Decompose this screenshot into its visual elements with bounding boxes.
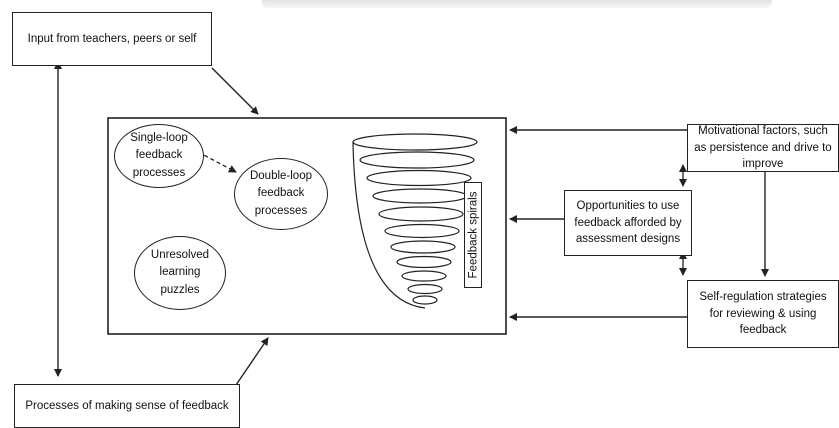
arrow-input-to-main — [211, 67, 259, 115]
feedback-spirals-text: Feedback spirals — [467, 191, 479, 279]
unresolved-puzzles-ellipse: Unresolved learning puzzles — [134, 236, 226, 310]
feedback-spirals-label: Feedback spirals — [464, 182, 482, 288]
main-process-box — [107, 117, 507, 335]
self-regulation-box: Self-regulation strategies for reviewing… — [687, 280, 839, 348]
arrow-sense-to-main — [235, 337, 269, 386]
sense-making-text: Processes of making sense of feedback — [25, 399, 229, 412]
sense-making-box: Processes of making sense of feedback — [14, 384, 240, 428]
opportunities-box: Opportunities to use feedback afforded b… — [564, 190, 692, 256]
double-loop-text: Double-loop feedback processes — [249, 170, 312, 217]
single-loop-ellipse: Single-loop feedback processes — [114, 124, 204, 188]
motivational-factors-box: Motivational factors, such as persistenc… — [687, 124, 839, 172]
top-shadow-strip — [262, 0, 772, 8]
double-loop-ellipse: Double-loop feedback processes — [234, 158, 328, 230]
input-box: Input from teachers, peers or self — [12, 12, 212, 66]
self-regulation-text: Self-regulation strategies for reviewing… — [699, 290, 827, 337]
unresolved-puzzles-text: Unresolved learning puzzles — [150, 249, 210, 296]
input-box-text: Input from teachers, peers or self — [27, 32, 197, 45]
arrow-single-to-double-loop — [197, 151, 237, 173]
opportunities-text: Opportunities to use feedback afforded b… — [574, 199, 682, 246]
single-loop-text: Single-loop feedback processes — [130, 132, 188, 179]
feedback-spiral-graphic — [352, 133, 478, 309]
motivational-factors-text: Motivational factors, such as persistenc… — [694, 125, 832, 171]
